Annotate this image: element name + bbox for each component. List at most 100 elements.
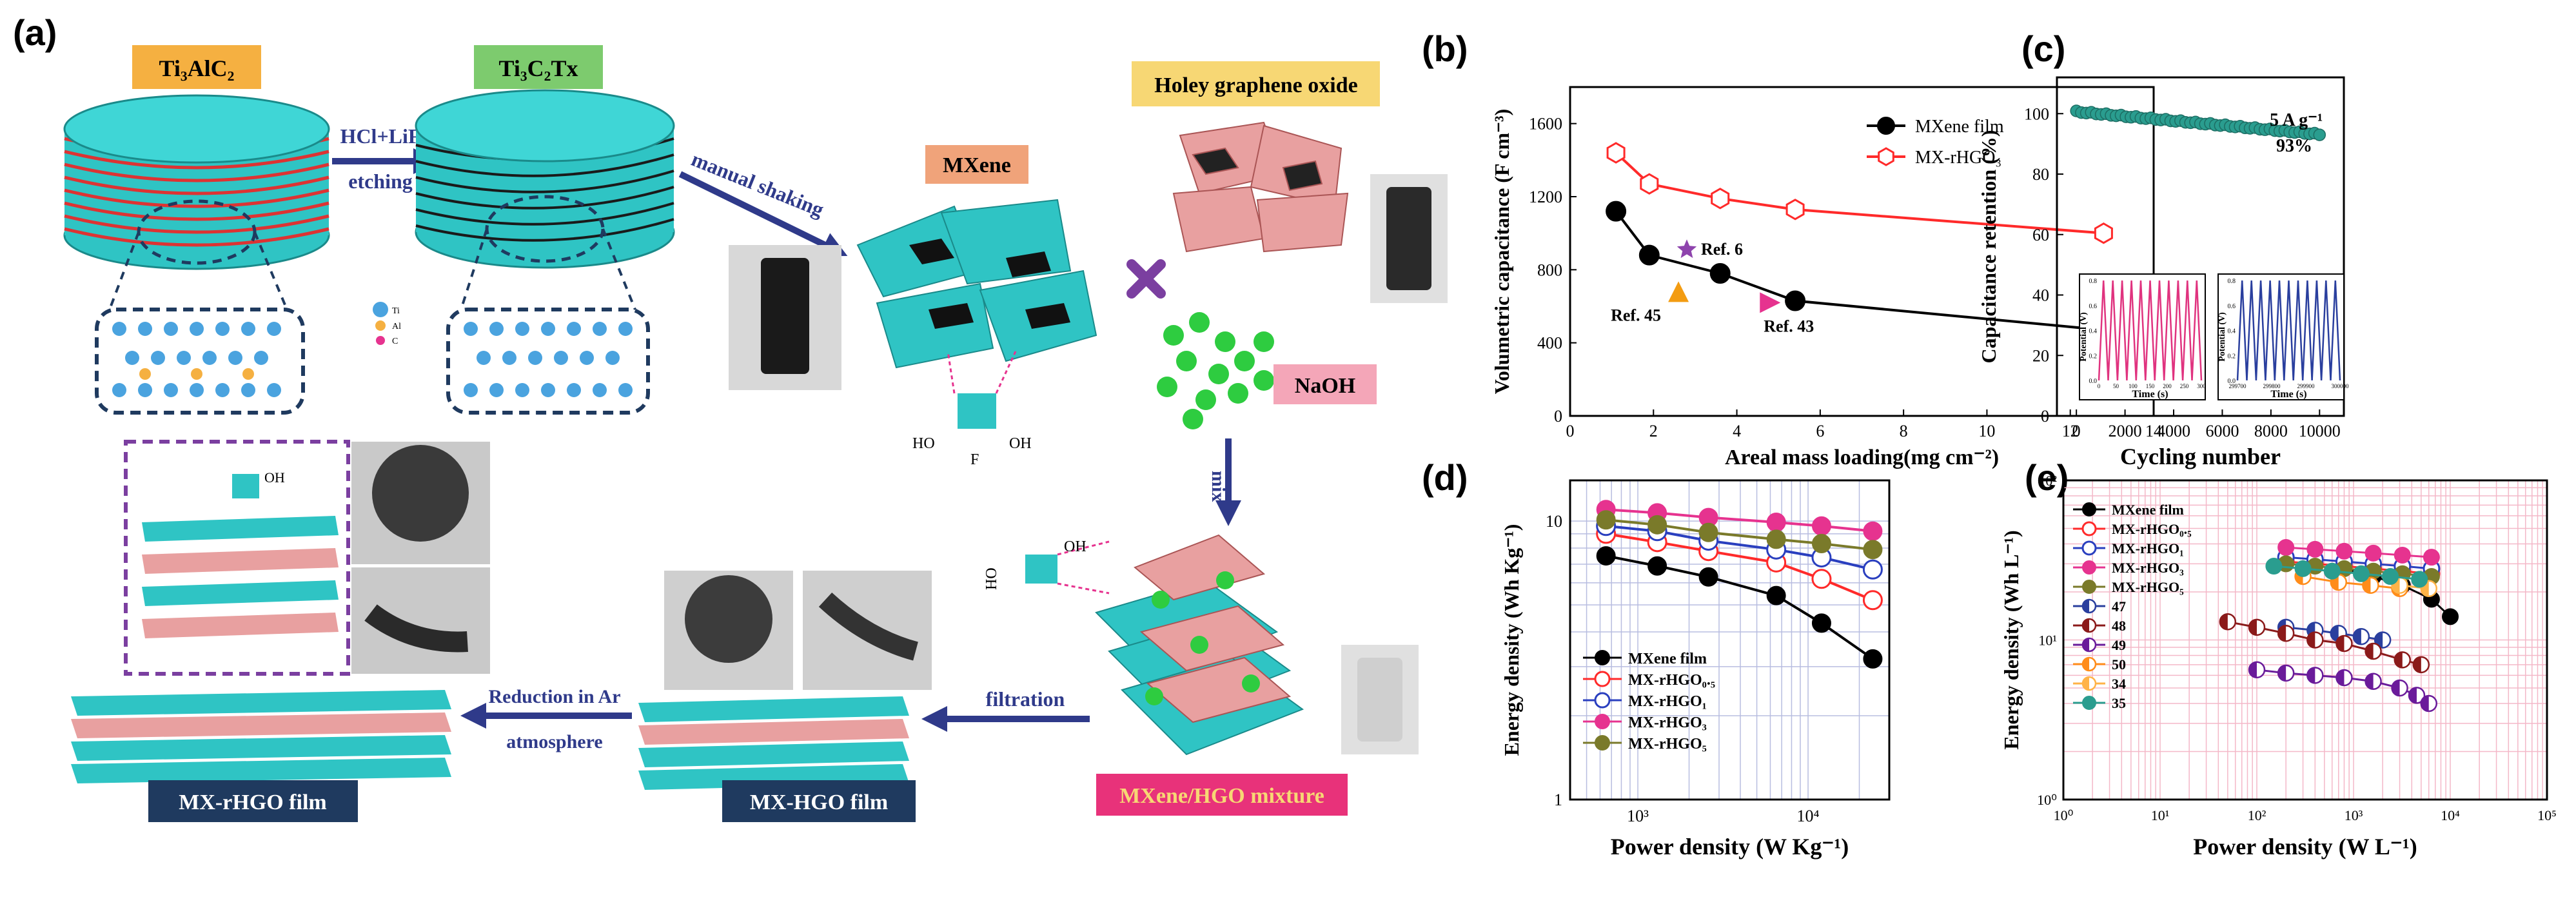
inset-x-tick-c: 0 — [2098, 383, 2101, 389]
legend-marker-d-4 — [1595, 735, 1610, 751]
series-line-d-3 — [1606, 508, 1873, 533]
hgo-vial — [1386, 187, 1431, 290]
data-point-e-6-fill — [2249, 619, 2257, 635]
inset-x-tick-c: 299900 — [2297, 383, 2315, 389]
plot-frame-c — [2056, 76, 2345, 417]
reference-label-b-0: Ref. 6 — [1701, 240, 1743, 259]
y-axis-label-b: Volumetric capacitance (F cm⁻³) — [1490, 109, 1513, 395]
data-point-e-6-fill — [2278, 625, 2286, 642]
inset-y-tick-c: 0.0 — [2089, 378, 2098, 385]
naoh-spheres — [1157, 312, 1274, 429]
legend-text-d-0: MXene film — [1628, 651, 1707, 667]
x-tick-label-d: 10⁴ — [1797, 807, 1820, 825]
hgo-sheets — [1172, 121, 1349, 253]
x-tick-label-c: 10000 — [2299, 422, 2341, 440]
y-tick-label-e: 10⁰ — [2037, 792, 2057, 808]
data-point-e-6-fill — [2413, 656, 2421, 673]
plot-frame-d — [1569, 479, 1891, 801]
holey-label: Holey graphene oxide — [1154, 74, 1357, 97]
data-point-b-0 — [1606, 201, 1627, 222]
data-point-d-0 — [1647, 556, 1667, 576]
mx-hgo-film-layers — [638, 696, 909, 790]
inset-x-tick-c: 200 — [2163, 383, 2172, 389]
reduction-text-2: atmosphere — [506, 731, 602, 752]
func-ho-text: HO — [912, 435, 935, 452]
legend-marker-e-1 — [2081, 521, 2097, 536]
inset-x-tick-c: 50 — [2113, 383, 2119, 389]
legend-marker-d-0 — [1595, 650, 1610, 665]
data-point-d-3 — [1811, 516, 1831, 536]
mx-hgo-film-label: MX-HGO film — [750, 791, 888, 814]
inset-x-tick-c: 300000 — [2332, 383, 2350, 389]
mxene-label-box — [925, 145, 1028, 184]
x-tick-label-b: 0 — [1566, 422, 1575, 440]
atom-legend: Ti Al C — [373, 302, 401, 346]
func-oh-text: OH — [1009, 435, 1032, 452]
legend-marker-e-9-fill — [2083, 677, 2089, 690]
data-point-e-5-fill — [2330, 625, 2339, 642]
data-point-d-1 — [1811, 569, 1832, 589]
reference-label-b-2: Ref. 43 — [1764, 317, 1814, 335]
inset-x-tick-c: 150 — [2146, 383, 2155, 389]
ti3alc2-label: Ti₃AlC₂ — [159, 55, 235, 81]
legend-marker-b-0 — [1877, 117, 1895, 135]
x-tick-label-d: 10³ — [1627, 807, 1649, 825]
legend-marker-e-2 — [2081, 540, 2097, 556]
y-tick-label-c: 20 — [2032, 346, 2049, 365]
rhgo-unit-block — [232, 474, 259, 498]
ti3c2tx-stack — [415, 89, 675, 269]
filtration-text: filtration — [986, 687, 1065, 711]
ti3alc2-stack — [63, 94, 330, 270]
retention-point-c — [2313, 128, 2326, 141]
x-tick-label-b: 12 — [2062, 422, 2079, 440]
data-point-d-4 — [1698, 522, 1718, 542]
inset-y-tick-c: 0.6 — [2089, 303, 2098, 310]
mixture-vial — [1357, 658, 1402, 742]
data-point-d-0 — [1698, 567, 1718, 587]
x-tick-label-b: 10 — [1978, 422, 1995, 440]
legend-marker-d-3 — [1595, 714, 1610, 729]
y-tick-label-c: 100 — [2024, 104, 2049, 123]
data-point-e-10 — [2382, 568, 2399, 585]
mx-rhgo-film-layers — [71, 690, 451, 783]
legend-text-e-5: 47 — [2112, 598, 2126, 614]
mixture-label-box — [1096, 774, 1348, 816]
x-axis-label-d: Power density (W Kg⁻¹) — [1611, 834, 1849, 860]
y-tick-label-c: 40 — [2032, 286, 2049, 305]
data-point-e-7-fill — [2278, 665, 2286, 681]
inset-y-tick-c: 0.6 — [2228, 303, 2236, 310]
mxene-unit-block — [958, 393, 996, 429]
legend-text-e-1: MX-rHGO₀.₅ — [2112, 521, 2192, 537]
y-tick-label-b: 1600 — [1529, 115, 1562, 133]
data-point-e-3 — [2335, 542, 2353, 560]
y-tick-label-b: 400 — [1537, 334, 1562, 353]
reference-marker-b-2 — [1760, 292, 1781, 313]
panel-d-label: (d) — [1422, 457, 1468, 498]
x-axis-label-b: Areal mass loading(mg cm⁻²) — [1725, 446, 1999, 469]
data-point-d-3 — [1766, 512, 1786, 532]
y-tick-label-b: 1200 — [1529, 188, 1562, 206]
x-tick-label-c: 2000 — [2109, 422, 2142, 440]
data-point-e-3 — [2365, 544, 2382, 562]
y-tick-label-b: 800 — [1537, 260, 1562, 279]
data-point-e-6-fill — [2219, 614, 2228, 630]
data-point-e-3 — [2306, 540, 2324, 558]
inset-x-tick-c: 299700 — [2229, 383, 2247, 389]
mixture-unit-block — [1025, 555, 1057, 584]
inset-y-label-c: Potential (V) — [2217, 312, 2227, 362]
etching-text-1: HCl+LiF — [340, 124, 421, 148]
data-point-e-7-fill — [2408, 687, 2417, 703]
shaking-arrow — [678, 171, 848, 257]
y-axis-label-c: Capacitance retention (%) — [1977, 130, 2000, 364]
naoh-label-box — [1273, 364, 1377, 404]
data-point-b-1 — [1785, 199, 1805, 221]
x-tick-label-e: 10⁵ — [2537, 807, 2557, 823]
ti3alc2-lattice-box — [95, 308, 305, 415]
panel-b-label: (b) — [1422, 28, 1468, 69]
legend-c-text: C — [392, 337, 398, 346]
legend-al-text: Al — [392, 322, 401, 331]
y-tick-label-b: 0 — [1554, 407, 1562, 426]
ti3c2tx-lattice — [464, 322, 633, 397]
